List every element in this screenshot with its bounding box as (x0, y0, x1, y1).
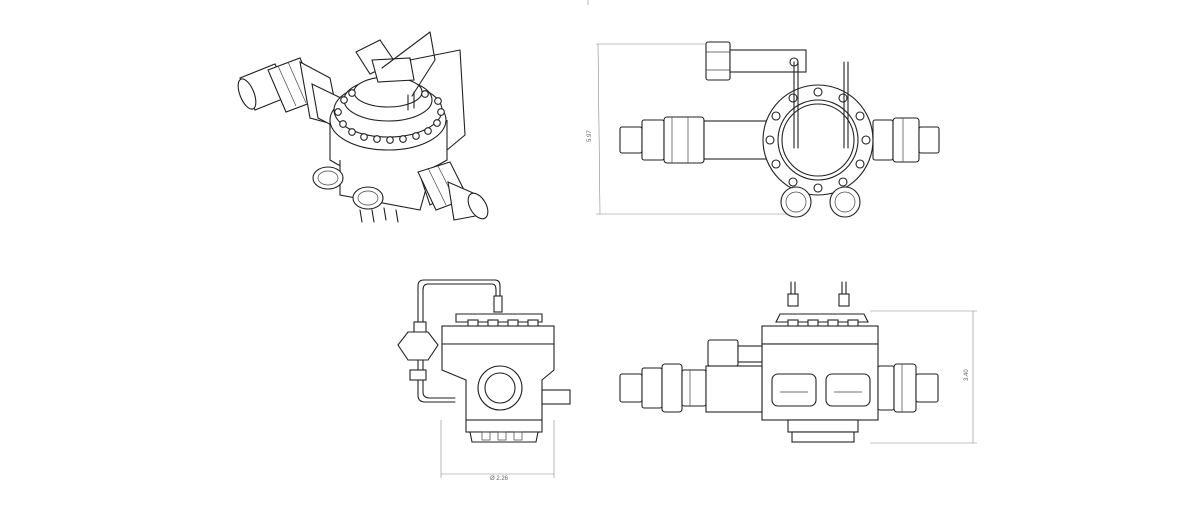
iso-right-fitting (417, 161, 489, 221)
side-view: Ø 2.26 (397, 279, 571, 482)
top-view-bolts (765, 87, 871, 193)
top-view-dimension-label: 5.97 (587, 130, 593, 142)
isometric-view (237, 31, 489, 223)
iso-top-connector (355, 31, 466, 151)
top-view-dimension: 5.97 (587, 43, 800, 215)
front-view-dimension: 3.40 (870, 310, 977, 444)
top-view-gauges (780, 186, 861, 218)
top-view-flange (762, 84, 874, 196)
front-view-dimension-label: 3.40 (964, 369, 970, 381)
side-view-hex-nut (397, 331, 439, 361)
top-view: 5.97 (587, 41, 940, 218)
side-view-dimension: Ø 2.26 (440, 420, 555, 482)
side-view-dimension-label: Ø 2.26 (490, 476, 509, 482)
iso-gauges (312, 166, 399, 223)
front-view: 3.40 (619, 281, 977, 444)
iso-flange-bolts (334, 89, 445, 144)
